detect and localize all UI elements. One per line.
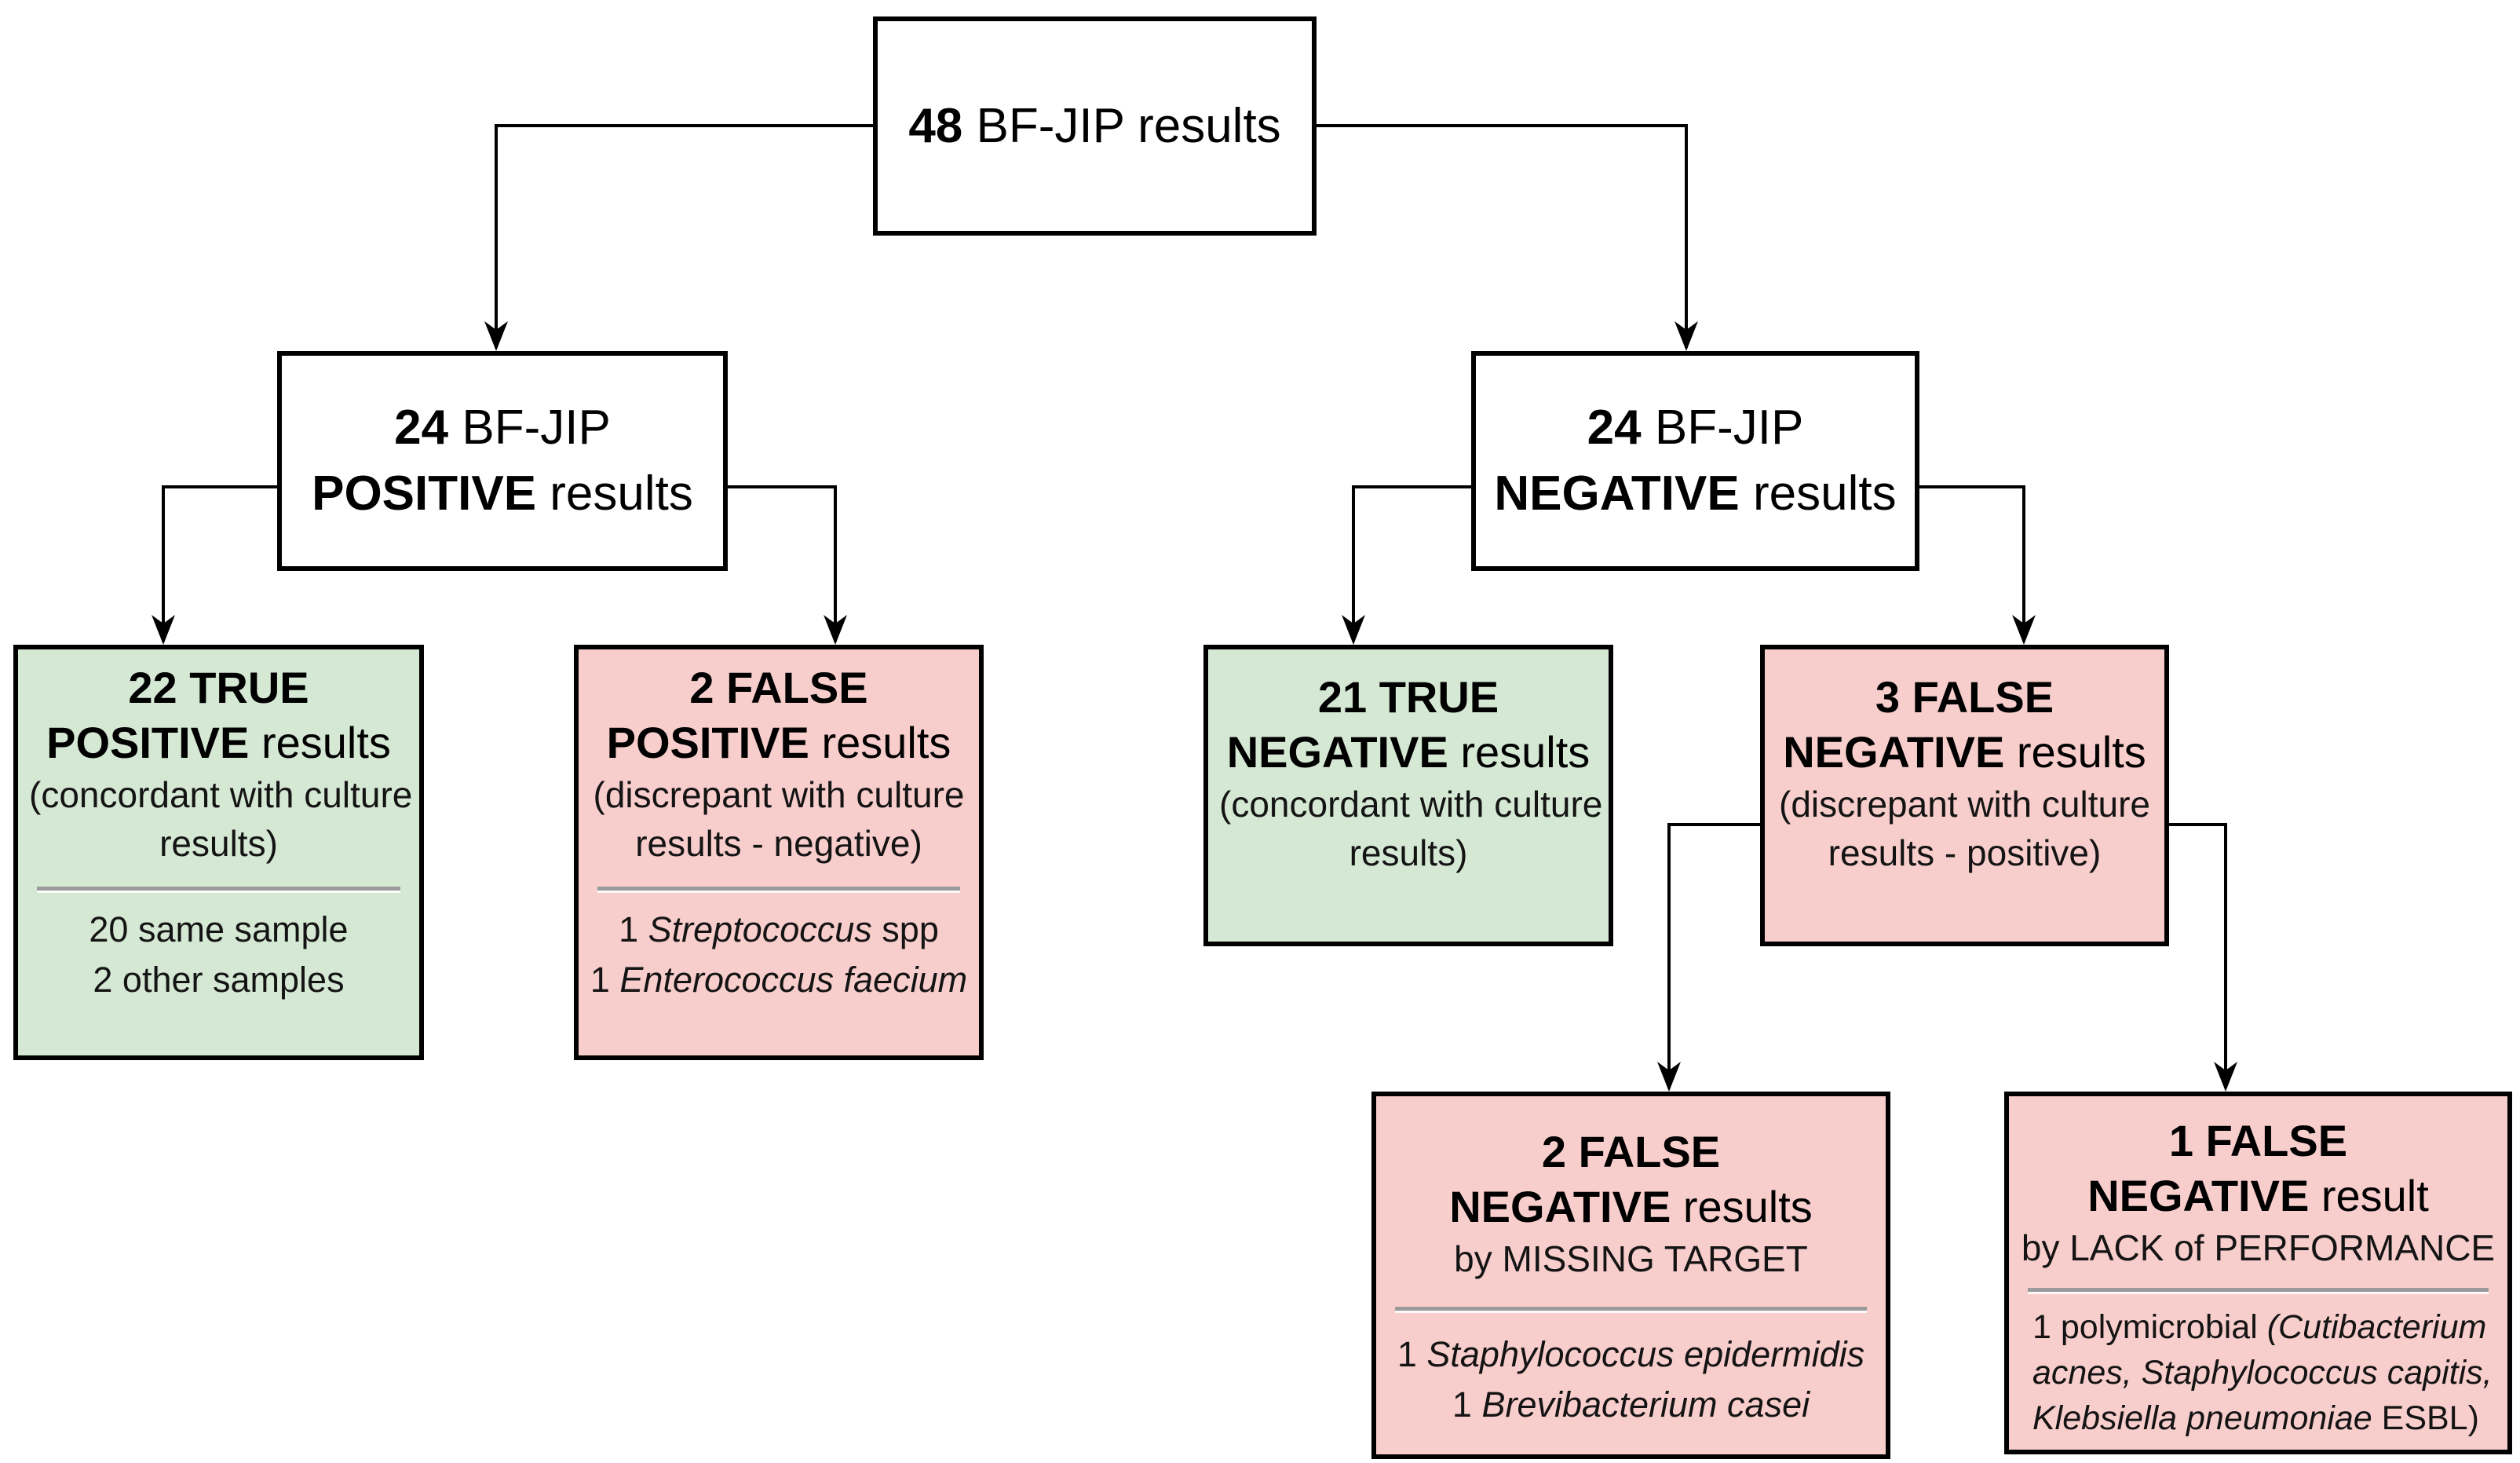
node-subtitle-line: (discrepant with culture: [1779, 784, 2150, 825]
node-detail-line: Klebsiella pneumoniae ESBL): [2032, 1399, 2479, 1437]
node-false-negative: 3 FALSE NEGATIVE results (discrepant wit…: [1760, 645, 2169, 946]
node-title-line: NEGATIVE results: [1783, 727, 2146, 777]
node-title-line: 2 FALSE: [1541, 1127, 1721, 1176]
node-false-negative-lack-performance: 1 FALSE NEGATIVE result by LACK of PERFO…: [2004, 1092, 2512, 1454]
divider-line: [597, 887, 960, 891]
node-title-line: 2 FALSE: [689, 663, 868, 712]
arrowhead-to-true-positive: [152, 615, 175, 645]
connector-negative-to-true-negative: [1352, 485, 1471, 642]
node-detail-line: 1 Staphylococcus epidermidis: [1397, 1334, 1865, 1374]
node-title-line: POSITIVE results: [606, 718, 951, 767]
node-title-line: 24 BF-JIP: [394, 400, 611, 455]
node-false-negative-missing-target: 2 FALSE NEGATIVE results by MISSING TARG…: [1371, 1092, 1890, 1459]
node-title-line: NEGATIVE result: [2087, 1171, 2429, 1220]
divider-line: [1395, 1307, 1867, 1311]
node-detail-line: acnes, Staphylococcus capitis,: [2032, 1354, 2493, 1392]
node-subtitle-line: by LACK of PERFORMANCE: [2021, 1227, 2496, 1268]
node-content: 2 FALSE POSITIVE results (discrepant wit…: [579, 649, 979, 1005]
node-title-line: 21 TRUE: [1317, 672, 1499, 722]
node-detail-line: 1 Streptococcus spp: [619, 909, 939, 949]
node-detail-line: 1 Enterococcus faecium: [590, 960, 968, 1000]
node-content: 22 TRUE POSITIVE results (concordant wit…: [18, 649, 419, 1005]
node-title-line: NEGATIVE results: [1494, 466, 1897, 521]
node-subtitle-line: results): [1349, 832, 1468, 873]
node-subtitle-line: results - negative): [635, 823, 922, 864]
arrowhead-to-true-negative: [1342, 615, 1365, 645]
connector-positive-to-false-positive: [728, 485, 837, 642]
node-true-negative: 21 TRUE NEGATIVE results (concordant wit…: [1203, 645, 1613, 946]
node-title-line: 1 FALSE: [2168, 1116, 2348, 1165]
node-title-line: NEGATIVE results: [1449, 1182, 1813, 1231]
node-false-positive: 2 FALSE POSITIVE results (discrepant wit…: [574, 645, 984, 1060]
node-true-positive: 22 TRUE POSITIVE results (concordant wit…: [13, 645, 424, 1060]
node-title-line: 24 BF-JIP: [1587, 400, 1804, 455]
node-title-line: POSITIVE results: [46, 718, 391, 767]
node-detail-line: 1 polymicrobial (Cutibacterium: [2032, 1308, 2487, 1346]
node-subtitle-line: results - positive): [1828, 832, 2102, 873]
divider-line: [2028, 1288, 2489, 1292]
node-detail-line: 20 same sample: [89, 909, 349, 949]
node-detail-line: 2 other samples: [93, 960, 345, 1000]
connector-fn-to-missing-target: [1667, 823, 1760, 1088]
connector-positive-to-true-positive: [162, 485, 277, 642]
node-title: 48 BF-JIP results: [908, 98, 1281, 153]
node-content: 21 TRUE NEGATIVE results (concordant wit…: [1208, 649, 1609, 877]
connector-root-to-negative: [1317, 124, 1688, 348]
node-title-line: 22 TRUE: [128, 663, 309, 712]
node-title-line: 3 FALSE: [1875, 672, 2054, 722]
node-title-line: NEGATIVE results: [1226, 727, 1591, 777]
arrowhead-to-false-negative: [2012, 615, 2036, 645]
node-subtitle-line: by MISSING TARGET: [1454, 1238, 1808, 1279]
arrowhead-to-positive: [484, 321, 508, 351]
node-subtitle-line: results): [159, 823, 278, 864]
node-subtitle-line: (discrepant with culture: [593, 774, 965, 815]
arrowhead-to-missing-target: [1657, 1062, 1681, 1092]
arrowhead-to-false-positive: [824, 615, 847, 645]
node-content: 2 FALSE NEGATIVE results by MISSING TARG…: [1376, 1096, 1886, 1430]
node-content: 3 FALSE NEGATIVE results (discrepant wit…: [1765, 649, 2164, 877]
connector-fn-to-lack-performance: [2169, 823, 2227, 1088]
node-subtitle-line: (concordant with culture: [1219, 784, 1603, 825]
node-detail-line: 1 Brevibacterium casei: [1452, 1384, 1810, 1425]
arrowhead-to-negative: [1675, 321, 1698, 351]
node-bfjip-negative: 24 BF-JIP NEGATIVE results: [1471, 351, 1919, 571]
connector-negative-to-false-negative: [1919, 485, 2025, 642]
divider-line: [37, 887, 400, 891]
node-bfjip-positive: 24 BF-JIP POSITIVE results: [277, 351, 728, 571]
node-content: 1 FALSE NEGATIVE result by LACK of PERFO…: [2009, 1096, 2507, 1441]
arrowhead-to-lack-performance: [2214, 1062, 2237, 1092]
node-root-results: 48 BF-JIP results: [873, 16, 1317, 236]
connector-root-to-positive: [495, 124, 873, 348]
node-title-line: POSITIVE results: [312, 466, 693, 521]
node-subtitle-line: (concordant with culture: [29, 774, 413, 815]
